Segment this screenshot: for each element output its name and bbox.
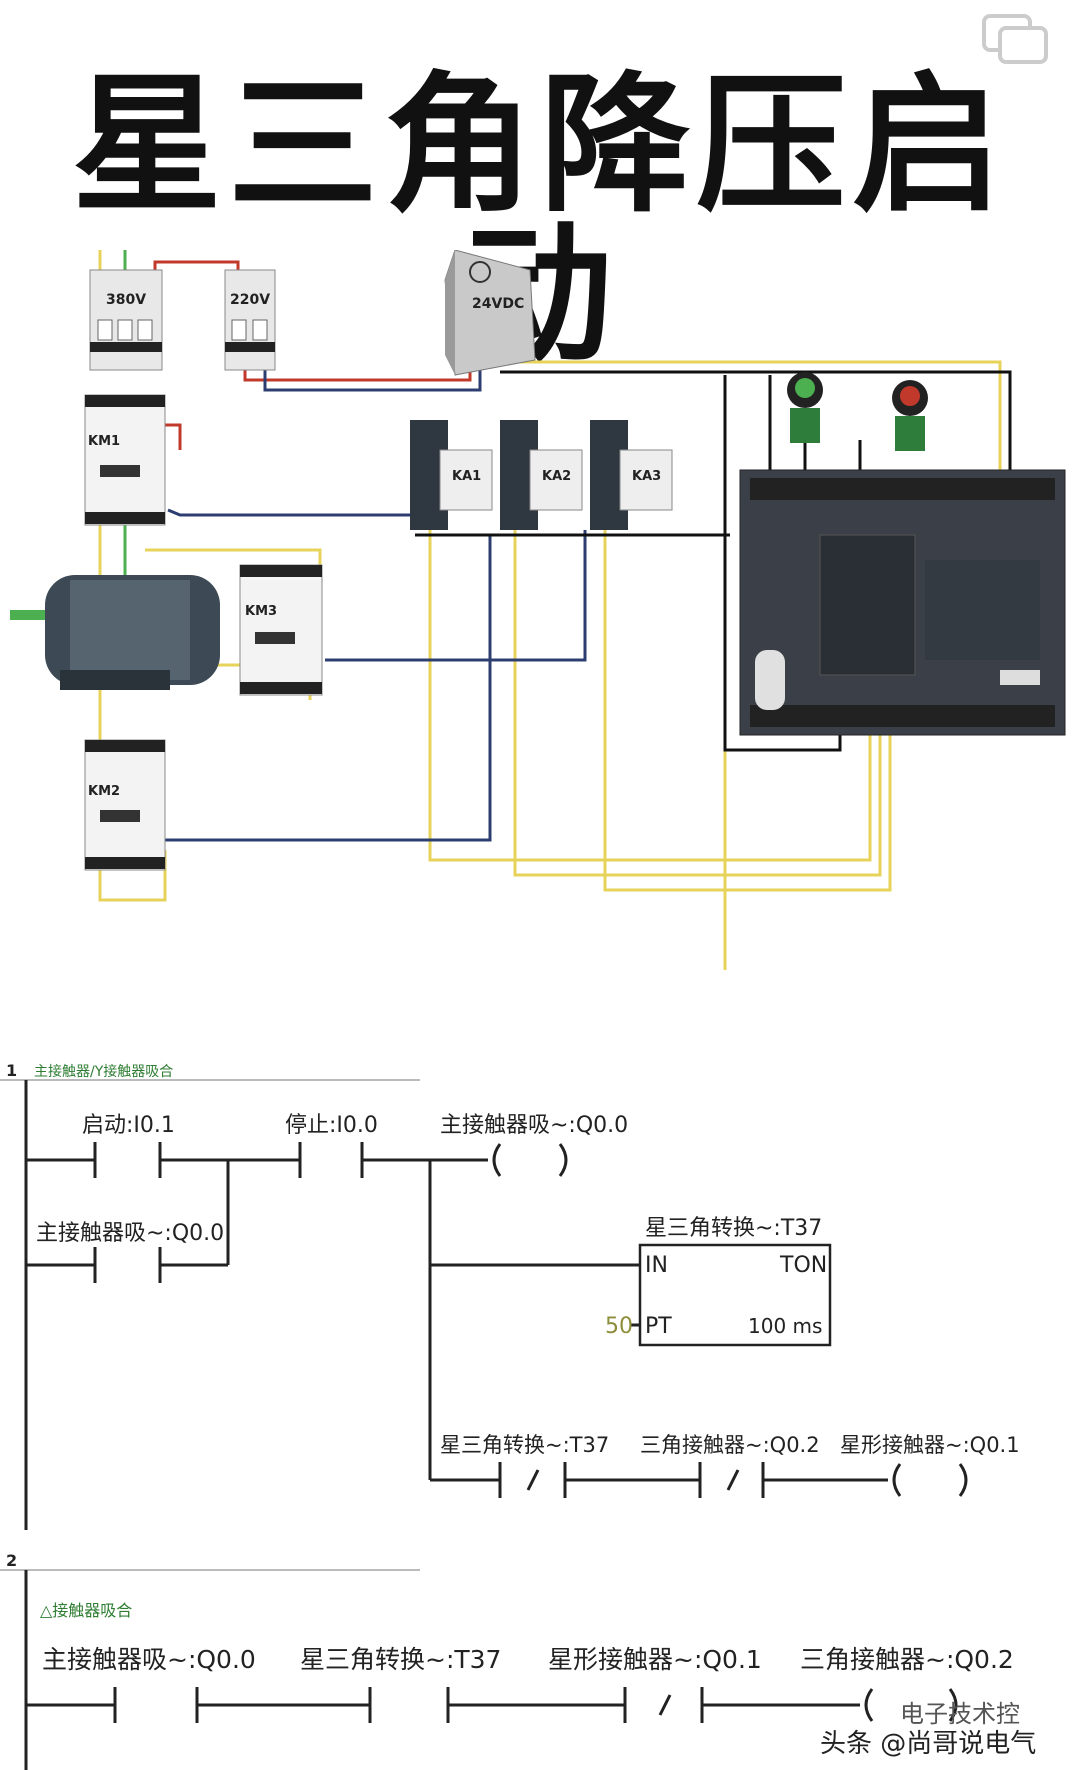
ka2-label: KA2 [542,469,571,484]
ladder-diagram: 1 主接触器/Y接触器吸合 启动:I0.1 停止:I0.0 主接触器吸~:Q0.… [0,1061,1036,1770]
motor [10,575,220,690]
breaker-220v: 220V [224,269,276,371]
contactor-km1: KM1 [84,394,166,526]
power-supply-label: 24VDC [472,296,524,312]
timer-pt-label: PT [645,1314,672,1339]
watermark-secondary: 电子技术控 [900,1700,1020,1728]
network-1-number: 1 [6,1061,17,1080]
relay-ka1: KA1 [410,420,493,530]
wiring-diagram: 380V 220V 24VDC KM1 KM3 KM2 [10,250,1066,970]
breaker-380-label: 380V [106,292,146,308]
timer-in-label: IN [645,1253,668,1278]
km1-label: KM1 [88,434,120,449]
stop-contact-label: 停止:I0.0 [285,1113,378,1138]
timer-base-label: 100 ms [748,1314,822,1338]
stop-pushbutton [892,380,928,451]
network-2-number: 2 [6,1551,17,1570]
n2-star-contact-label: 星形接触器~:Q0.1 [548,1645,762,1674]
page-title: 星三角降压启动 [71,57,1008,383]
nc-timer-label: 星三角转换~:T37 [440,1433,609,1457]
network-1-comment: 主接触器/Y接触器吸合 [34,1063,173,1080]
breaker-380v: 380V [89,269,163,371]
contactor-km3: KM3 [239,564,323,696]
timer-type-label: TON [779,1253,827,1278]
timer-label: 星三角转换~:T37 [645,1216,822,1241]
plc [739,469,1066,736]
breaker-220-label: 220V [230,292,270,308]
n2-main-contact-label: 主接触器吸~:Q0.0 [42,1645,256,1674]
copy-icon [982,14,1048,64]
start-pushbutton [787,372,823,443]
relay-ka2: KA2 [500,420,583,530]
star-coil-label: 星形接触器~:Q0.1 [840,1433,1020,1457]
relay-ka3: KA3 [590,420,673,530]
km3-label: KM3 [245,604,277,619]
delta-coil-label: 三角接触器~:Q0.2 [800,1645,1014,1674]
main-seal-label: 主接触器吸~:Q0.0 [36,1221,224,1246]
ka3-label: KA3 [632,469,661,484]
watermark: 头条 @尚哥说电气 [820,1729,1036,1759]
n2-timer-contact-label: 星三角转换~:T37 [300,1645,501,1674]
timer-pt-value: 50 [605,1314,633,1339]
km2-label: KM2 [88,784,120,799]
nc-delta-label: 三角接触器~:Q0.2 [640,1433,820,1457]
main-coil-label: 主接触器吸~:Q0.0 [440,1113,628,1138]
network-2-comment: △接触器吸合 [40,1601,132,1620]
contactor-km2: KM2 [84,739,166,871]
ka1-label: KA1 [452,469,481,484]
start-contact-label: 启动:I0.1 [82,1113,175,1138]
power-supply-24vdc: 24VDC [444,250,536,376]
